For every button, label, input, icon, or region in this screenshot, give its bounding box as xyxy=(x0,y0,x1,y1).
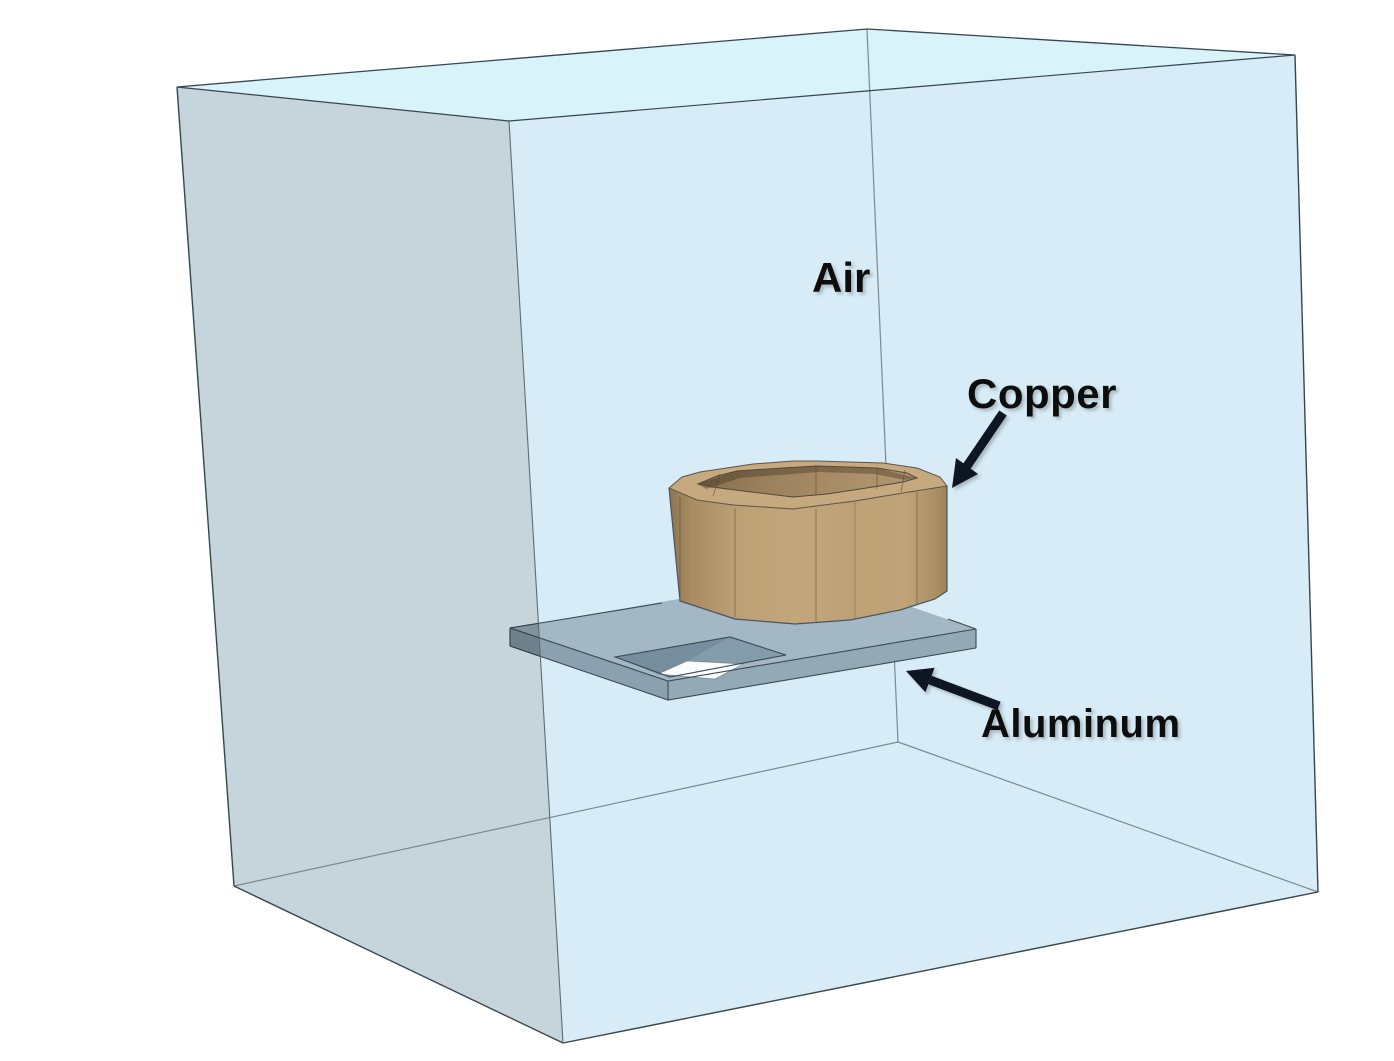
plate-slot-left-wall xyxy=(615,637,730,674)
copper-coil-outer-wall xyxy=(669,486,947,624)
air-box-edges xyxy=(176,28,1319,1044)
copper-coil-opening xyxy=(698,466,917,497)
copper-coil xyxy=(668,460,948,625)
copper-coil-edges xyxy=(668,460,948,625)
copper-arrow-icon xyxy=(952,410,1007,488)
air-box-top-face xyxy=(177,29,1295,121)
aluminum-arrow-icon xyxy=(906,667,1001,711)
air-box-left-face xyxy=(177,87,563,1043)
plate-left-side-face xyxy=(510,628,668,700)
aluminum-label: Aluminum xyxy=(981,702,1181,746)
copper-label: Copper xyxy=(967,370,1117,417)
copper-coil-opening-shadow xyxy=(698,466,917,489)
plate-edges xyxy=(509,602,977,701)
annotations: Air Copper Aluminum xyxy=(812,254,1181,746)
plate-slot-through-opening xyxy=(656,660,745,680)
plate-front-side-face xyxy=(668,629,976,700)
copper-coil-seams xyxy=(679,467,918,622)
air-label: Air xyxy=(812,254,870,301)
